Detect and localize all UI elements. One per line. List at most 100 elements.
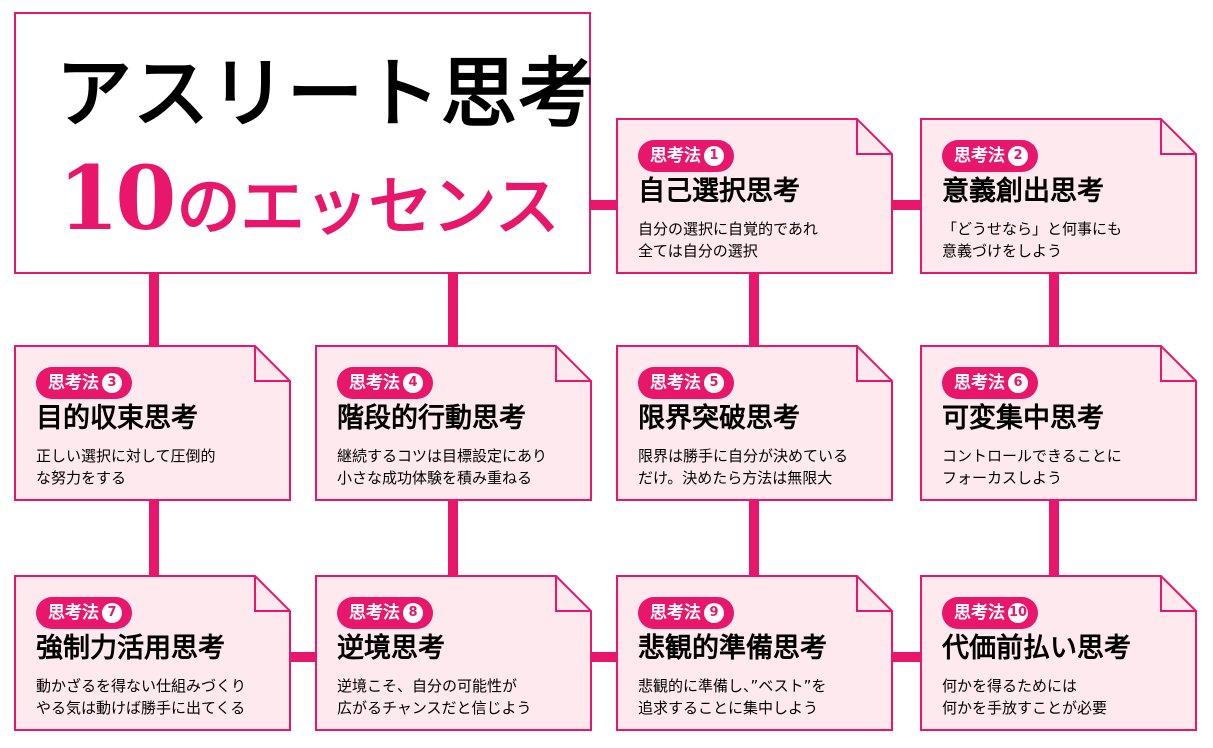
method-number: 6: [1008, 373, 1028, 393]
card-fold-corner: [1160, 576, 1196, 612]
method-description-line: コントロールできることに: [942, 447, 1122, 465]
main-title: アスリート思考: [56, 49, 595, 138]
method-description: 継続するコツは目標設定にあり小さな成功体験を積み重ねる: [337, 445, 547, 489]
method-title: 階段的行動思考: [337, 403, 526, 434]
connector-title-card4: [448, 273, 458, 346]
method-badge-label: 思考法: [48, 603, 99, 623]
connector-title-card1: [590, 200, 620, 210]
method-title: 可変集中思考: [942, 403, 1104, 434]
method-number: 8: [403, 603, 423, 623]
method-number: 5: [704, 373, 724, 393]
method-description-line: 小さな成功体験を積み重ねる: [337, 469, 533, 487]
method-badge-label: 思考法: [954, 146, 1005, 166]
card-fold-corner: [1160, 119, 1196, 155]
method-number: 2: [1008, 146, 1028, 166]
method-description-line: 悲観的に準備し、”ベスト”を: [638, 677, 827, 695]
method-description: 自分の選択に自覚的であれ全ては自分の選択: [638, 218, 818, 262]
subtitle-number: 10: [58, 146, 176, 250]
method-badge-label: 思考法: [48, 373, 99, 393]
method-description: 限界は勝手に自分が決めているだけ。決めたら方法は無限大: [638, 445, 848, 489]
method-description-line: やる気は動けば勝手に出てくる: [36, 699, 246, 717]
method-description: コントロールできることにフォーカスしよう: [942, 445, 1122, 489]
method-number: 7: [102, 603, 122, 623]
method-description-line: 広がるチャンスだと信じよう: [337, 699, 532, 717]
method-description-line: 動かざるを得ない仕組みづくり: [36, 677, 247, 695]
card-fold-corner: [254, 346, 290, 382]
method-description-line: 限界は勝手に自分が決めている: [638, 447, 849, 465]
method-description-line: だけ。決めたら方法は無限大: [638, 469, 833, 487]
card-fold-corner: [1160, 346, 1196, 382]
method-description-line: 正しい選択に対して圧倒的: [36, 447, 216, 465]
method-number: 4: [403, 373, 423, 393]
card-fold-corner: [555, 346, 591, 382]
method-title: 目的収束思考: [36, 403, 198, 434]
card-fold-corner: [254, 576, 290, 612]
method-description: 動かざるを得ない仕組みづくりやる気は動けば勝手に出てくる: [36, 675, 246, 719]
method-description-line: 意義づけをしよう: [942, 242, 1063, 260]
method-description-line: 自分の選択に自覚的であれ: [638, 220, 818, 238]
connector-card1-card5: [749, 272, 759, 346]
method-description-line: な努力をする: [36, 469, 127, 487]
method-number: 9: [704, 603, 724, 623]
connector-title-card3: [149, 273, 159, 346]
method-description: 何かを得るためには何かを手放すことが必要: [942, 675, 1107, 719]
method-badge-label: 思考法: [349, 373, 400, 393]
method-badge-label: 思考法: [954, 373, 1005, 393]
connector-card5-card9: [749, 500, 759, 576]
connector-card7-card8: [290, 652, 320, 662]
card-fold-corner: [856, 576, 892, 612]
method-title: 逆境思考: [337, 633, 445, 664]
card-fold-corner: [856, 119, 892, 155]
method-description-line: 逆境こそ、自分の可能性が: [337, 677, 518, 695]
connector-card9-card10: [890, 652, 924, 662]
subtitle: 10のエッセンス: [58, 154, 559, 242]
method-description: 悲観的に準備し、”ベスト”を追求することに集中しよう: [638, 675, 826, 719]
method-description-line: フォーカスしよう: [942, 469, 1063, 487]
method-number: 3: [102, 373, 122, 393]
method-badge-label: 思考法: [650, 603, 701, 623]
method-description-line: 全ては自分の選択: [638, 242, 758, 260]
connector-card3-card7: [149, 500, 159, 576]
card-fold-corner: [555, 576, 591, 612]
method-description: 逆境こそ、自分の可能性が広がるチャンスだと信じよう: [337, 675, 532, 719]
subtitle-text: のエッセンス: [176, 170, 560, 245]
method-title: 代価前払い思考: [942, 633, 1131, 664]
title-box: アスリート思考 10のエッセンス: [14, 12, 594, 274]
method-description-line: 何かを手放すことが必要: [942, 699, 1108, 717]
connector-card8-card9: [590, 652, 620, 662]
method-badge-label: 思考法: [349, 603, 400, 623]
method-title: 強制力活用思考: [36, 633, 225, 664]
method-title: 意義創出思考: [942, 176, 1104, 207]
method-description-line: 追求することに集中しよう: [638, 699, 819, 717]
connector-card2-card6: [1049, 272, 1059, 346]
connector-card6-card10: [1049, 500, 1059, 576]
connector-card4-card8: [448, 500, 458, 576]
method-title: 自己選択思考: [638, 176, 800, 207]
method-description-line: 何かを得るためには: [942, 677, 1078, 695]
method-description-line: 「どうせなら」と何事にも: [942, 220, 1123, 238]
method-description: 正しい選択に対して圧倒的な努力をする: [36, 445, 216, 489]
method-description: 「どうせなら」と何事にも意義づけをしよう: [942, 218, 1122, 262]
method-description-line: 継続するコツは目標設定にあり: [337, 447, 548, 465]
connector-card1-card2: [890, 200, 924, 210]
card-fold-corner: [856, 346, 892, 382]
method-title: 悲観的準備思考: [638, 633, 827, 664]
method-badge-label: 思考法: [954, 603, 1005, 623]
